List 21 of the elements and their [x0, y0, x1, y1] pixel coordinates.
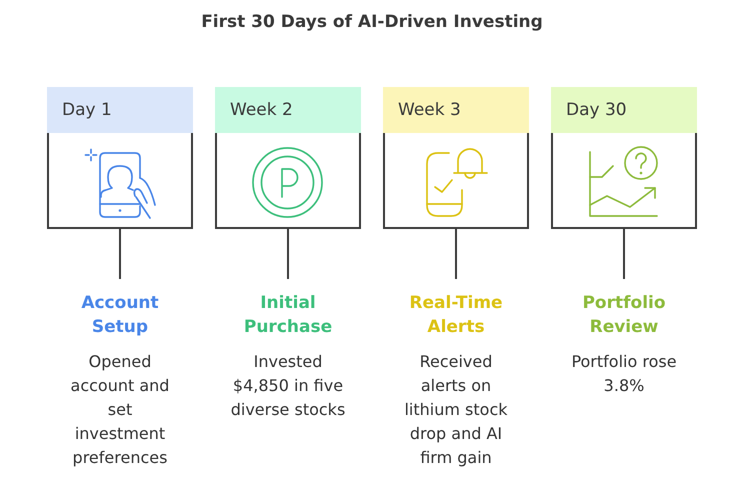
- connector-line: [119, 229, 121, 279]
- step-title: Account Setup: [80, 292, 160, 339]
- step-title: Real-Time Alerts: [408, 292, 504, 339]
- timeline-card: [551, 87, 697, 229]
- timeline-card: [383, 87, 529, 229]
- step-description: Opened account and set investment preferences: [70, 351, 170, 469]
- step-description: Portfolio rose 3.8%: [570, 351, 678, 397]
- period-label: Week 3: [398, 99, 461, 121]
- timeline-card: [215, 87, 361, 229]
- diagram-title: First 30 Days of AI-Driven Investing: [201, 11, 543, 34]
- period-label: Day 30: [566, 99, 627, 121]
- connector-line: [287, 229, 289, 279]
- step-title: Initial Purchase: [242, 292, 334, 339]
- connector-line: [623, 229, 625, 279]
- step-description: Invested $4,850 in five diverse stocks: [230, 351, 346, 421]
- timeline-card: [47, 87, 193, 229]
- period-label: Week 2: [230, 99, 293, 121]
- step-description: Received alerts on lithium stock drop and AI firm gain: [403, 351, 509, 469]
- connector-line: [455, 229, 457, 279]
- step-title: Portfolio Review: [581, 292, 667, 339]
- period-label: Day 1: [62, 99, 112, 121]
